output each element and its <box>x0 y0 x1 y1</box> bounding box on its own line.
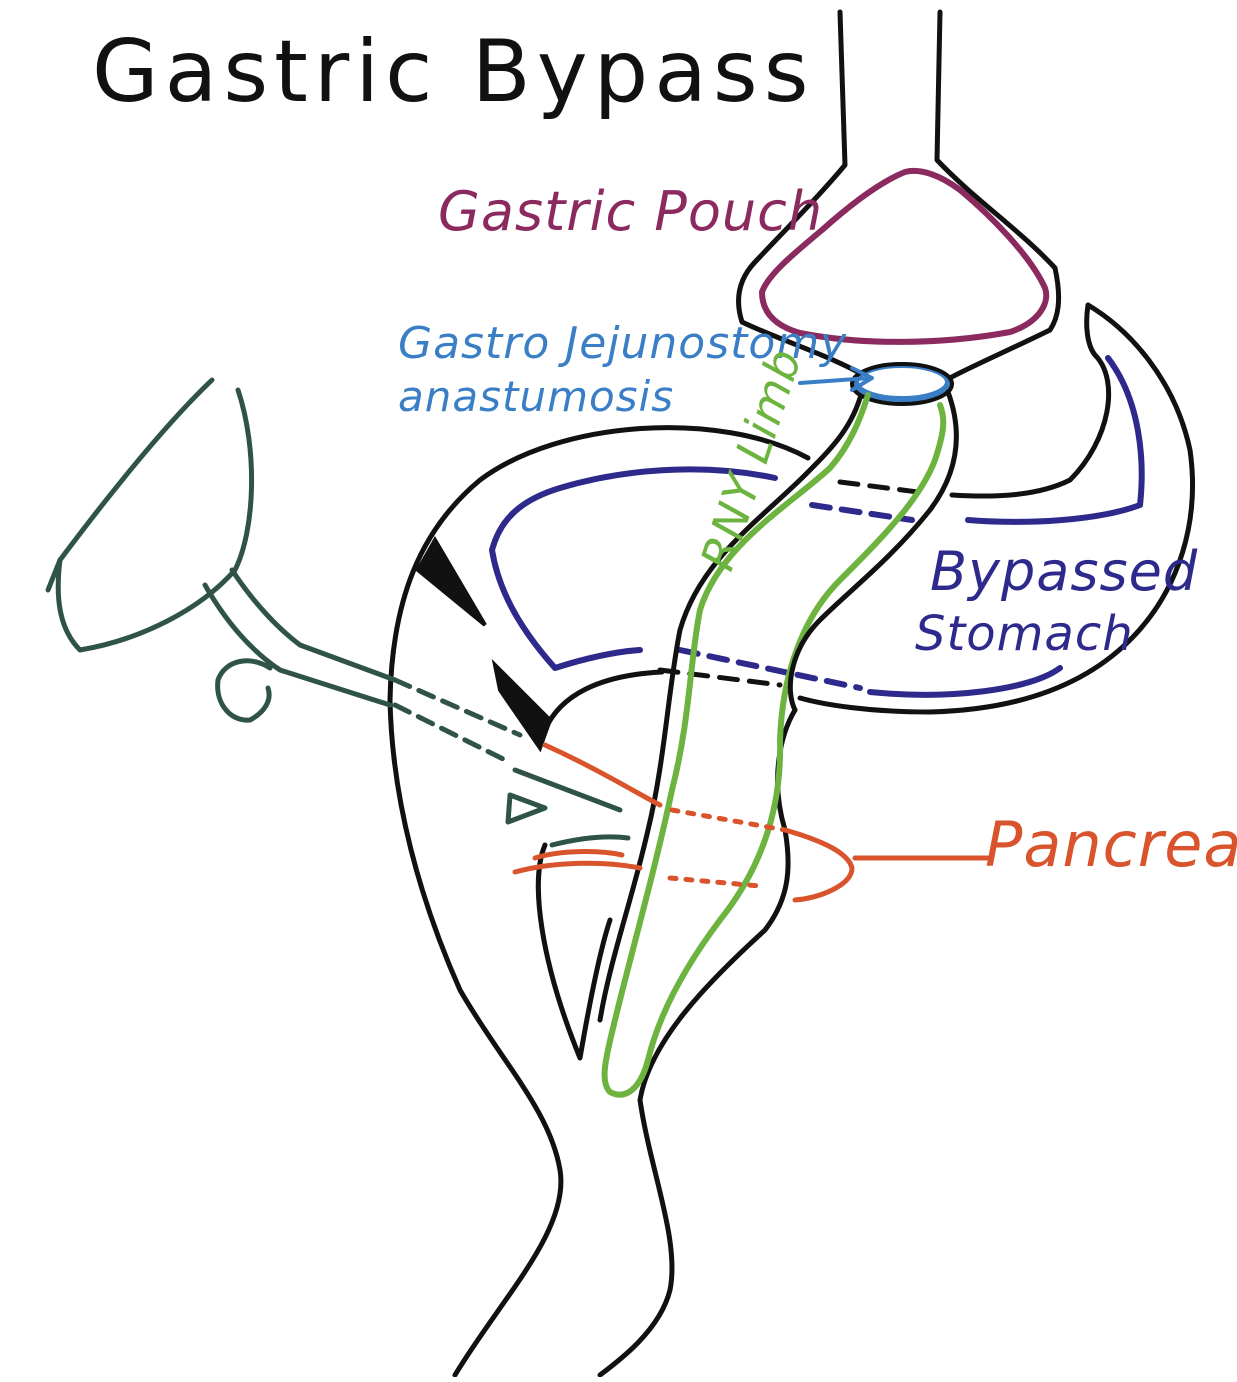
bypassed-stomach-inner-lower <box>867 665 1063 698</box>
stomach-remnant-outline <box>387 425 811 1378</box>
gastrojejunostomy-label: Gastro Jejunostomy <box>398 318 848 369</box>
bypassed-stomach-inner <box>489 466 778 671</box>
gastric-pouch-outline <box>759 168 1050 345</box>
anastomosis-ring <box>850 362 954 406</box>
anastomosis-arrow <box>798 366 874 392</box>
diagram-title: Gastric Bypass <box>92 22 815 122</box>
esophagus <box>735 9 1062 381</box>
stomach-label: Stomach <box>915 606 1134 662</box>
roux-limb-wall <box>597 395 863 1023</box>
pylorus-lower <box>491 658 553 753</box>
hidden-stomach-lines <box>657 479 921 691</box>
roux-limb-wall-right <box>787 389 959 713</box>
anastomosis-label: anastumosis <box>398 372 675 421</box>
bypassed-label: Bypassed <box>930 540 1199 603</box>
pancreas-label: Pancreas <box>985 808 1237 881</box>
bypassed-stomach-upper <box>797 302 1195 715</box>
pancreas <box>512 742 991 903</box>
gastric-pouch-label: Gastric Pouch <box>438 180 824 243</box>
gallbladder-and-bile-duct <box>45 377 631 848</box>
roux-limb <box>601 392 947 1098</box>
pylorus-upper <box>415 536 487 627</box>
